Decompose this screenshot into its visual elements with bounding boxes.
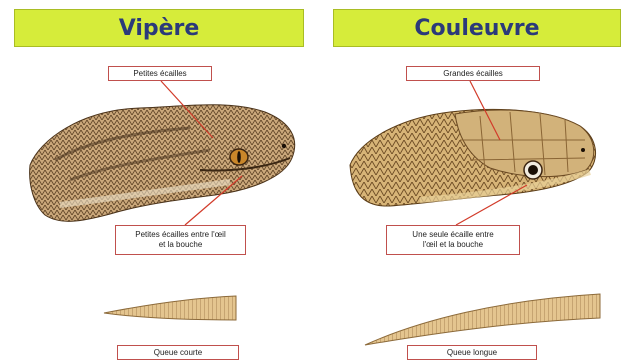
viper-head [30, 105, 295, 222]
colubrid-tail [365, 294, 600, 345]
label-seule-ecaille-line2: l'œil et la bouche [391, 240, 515, 250]
label-petites-ecailles-oeil: Petites écailles entre l'œil et la bouch… [115, 225, 246, 255]
viper-tail [104, 296, 236, 320]
label-queue-courte: Queue courte [117, 345, 239, 360]
label-seule-ecaille: Une seule écaille entre l'œil et la bouc… [386, 225, 520, 255]
label-seule-ecaille-line1: Une seule écaille entre [391, 230, 515, 240]
label-petites-ecailles-oeil-line1: Petites écailles entre l'œil [120, 230, 241, 240]
title-couleuvre: Couleuvre [333, 9, 621, 47]
title-vipere: Vipère [14, 9, 304, 47]
label-grandes-ecailles: Grandes écailles [406, 66, 540, 81]
colubrid-head [350, 109, 596, 206]
label-petites-ecailles-oeil-line2: et la bouche [120, 240, 241, 250]
label-queue-longue: Queue longue [407, 345, 537, 360]
label-petites-ecailles: Petites écailles [108, 66, 212, 81]
